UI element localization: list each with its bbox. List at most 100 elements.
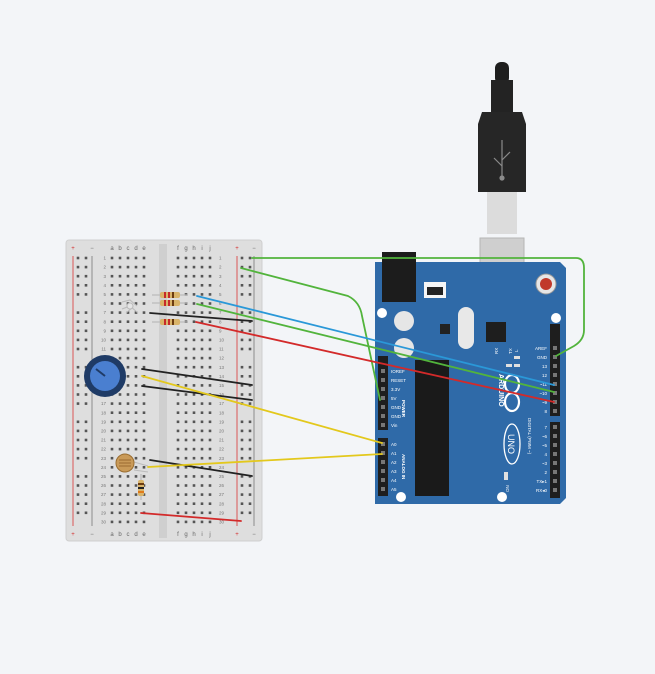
breadboard-hole[interactable] bbox=[200, 493, 204, 496]
breadboard-hole[interactable] bbox=[176, 484, 180, 487]
photoresistor[interactable] bbox=[115, 453, 149, 473]
rail-hole[interactable] bbox=[76, 493, 80, 496]
breadboard-hole[interactable] bbox=[184, 447, 188, 451]
breadboard-hole[interactable] bbox=[208, 466, 212, 469]
breadboard-hole[interactable] bbox=[208, 420, 212, 424]
breadboard-hole[interactable] bbox=[192, 356, 196, 360]
breadboard-hole[interactable] bbox=[192, 302, 196, 305]
breadboard-hole[interactable] bbox=[192, 393, 196, 396]
breadboard-hole[interactable] bbox=[176, 284, 180, 287]
breadboard-hole[interactable] bbox=[118, 438, 122, 442]
pin-socket[interactable] bbox=[553, 461, 557, 465]
breadboard-hole[interactable] bbox=[118, 329, 122, 333]
breadboard-hole[interactable] bbox=[134, 511, 138, 515]
wire-black-4[interactable] bbox=[149, 459, 253, 477]
breadboard-hole[interactable] bbox=[134, 438, 138, 442]
breadboard-hole[interactable] bbox=[118, 302, 122, 305]
breadboard-hole[interactable] bbox=[208, 311, 212, 314]
breadboard-hole[interactable] bbox=[142, 420, 146, 424]
rail-hole[interactable] bbox=[248, 429, 252, 433]
breadboard-hole[interactable] bbox=[184, 511, 188, 515]
pin-socket[interactable] bbox=[553, 452, 557, 456]
pin-socket[interactable] bbox=[381, 487, 385, 491]
breadboard-hole[interactable] bbox=[134, 265, 138, 269]
breadboard-hole[interactable] bbox=[208, 429, 212, 433]
breadboard-hole[interactable] bbox=[142, 365, 146, 369]
rail-hole[interactable] bbox=[76, 438, 80, 442]
breadboard-hole[interactable] bbox=[200, 375, 204, 378]
breadboard-hole[interactable] bbox=[118, 320, 122, 323]
breadboard-hole[interactable] bbox=[126, 393, 130, 396]
breadboard-hole[interactable] bbox=[208, 365, 212, 369]
breadboard-hole[interactable] bbox=[200, 475, 204, 478]
wire-yellow-a0[interactable] bbox=[141, 375, 383, 444]
pin-socket[interactable] bbox=[381, 451, 385, 455]
rgb-led[interactable] bbox=[121, 299, 139, 314]
breadboard-hole[interactable] bbox=[176, 347, 180, 351]
wire-red-rail[interactable] bbox=[140, 512, 242, 522]
breadboard-hole[interactable] bbox=[176, 493, 180, 496]
rail-hole[interactable] bbox=[84, 402, 88, 405]
pin-socket[interactable] bbox=[381, 405, 385, 409]
rail-hole[interactable] bbox=[248, 329, 252, 333]
breadboard-hole[interactable] bbox=[134, 347, 138, 351]
rail-hole[interactable] bbox=[76, 375, 80, 378]
breadboard-hole[interactable] bbox=[176, 411, 180, 414]
breadboard-hole[interactable] bbox=[134, 484, 138, 487]
breadboard-hole[interactable] bbox=[176, 502, 180, 505]
breadboard-hole[interactable] bbox=[200, 402, 204, 405]
breadboard-hole[interactable] bbox=[142, 438, 146, 442]
breadboard-hole[interactable] bbox=[200, 438, 204, 442]
rail-hole[interactable] bbox=[84, 274, 88, 278]
breadboard-hole[interactable] bbox=[176, 447, 180, 451]
breadboard-hole[interactable] bbox=[134, 320, 138, 323]
rail-hole[interactable] bbox=[248, 511, 252, 515]
rail-hole[interactable] bbox=[240, 284, 244, 287]
breadboard-hole[interactable] bbox=[200, 502, 204, 505]
resistor-1[interactable] bbox=[152, 292, 188, 298]
breadboard-hole[interactable] bbox=[126, 520, 130, 524]
potentiometer[interactable] bbox=[84, 355, 126, 397]
resistor-4[interactable] bbox=[138, 474, 144, 500]
breadboard-hole[interactable] bbox=[110, 265, 114, 269]
pin-socket[interactable] bbox=[381, 369, 385, 373]
breadboard-hole[interactable] bbox=[134, 411, 138, 414]
breadboard-hole[interactable] bbox=[126, 475, 130, 478]
breadboard-hole[interactable] bbox=[118, 311, 122, 314]
breadboard-hole[interactable] bbox=[134, 338, 138, 342]
breadboard-hole[interactable] bbox=[126, 329, 130, 333]
breadboard-hole[interactable] bbox=[126, 347, 130, 351]
breadboard-hole[interactable] bbox=[208, 274, 212, 278]
breadboard-hole[interactable] bbox=[200, 293, 204, 296]
breadboard-hole[interactable] bbox=[126, 293, 130, 296]
breadboard-hole[interactable] bbox=[192, 402, 196, 405]
breadboard-hole[interactable] bbox=[192, 293, 196, 296]
breadboard-hole[interactable] bbox=[200, 302, 204, 305]
rail-hole[interactable] bbox=[240, 365, 244, 369]
pin-socket[interactable] bbox=[553, 382, 557, 386]
breadboard-hole[interactable] bbox=[126, 311, 130, 314]
rail-hole[interactable] bbox=[248, 274, 252, 278]
breadboard-hole[interactable] bbox=[208, 302, 212, 305]
reset-button[interactable] bbox=[540, 278, 552, 290]
breadboard-hole[interactable] bbox=[110, 456, 114, 460]
breadboard-hole[interactable] bbox=[208, 475, 212, 478]
breadboard-hole[interactable] bbox=[192, 456, 196, 460]
rail-hole[interactable] bbox=[84, 265, 88, 269]
breadboard-hole[interactable] bbox=[110, 402, 114, 405]
breadboard-hole[interactable] bbox=[126, 384, 130, 387]
breadboard-hole[interactable] bbox=[200, 484, 204, 487]
breadboard-hole[interactable] bbox=[184, 466, 188, 469]
rail-hole[interactable] bbox=[84, 338, 88, 342]
breadboard-hole[interactable] bbox=[142, 311, 146, 314]
wire-blue[interactable] bbox=[196, 295, 555, 386]
rail-hole[interactable] bbox=[84, 420, 88, 424]
breadboard-hole[interactable] bbox=[192, 429, 196, 433]
breadboard-hole[interactable] bbox=[176, 438, 180, 442]
wire-green-10[interactable] bbox=[196, 303, 555, 393]
rail-hole[interactable] bbox=[76, 293, 80, 296]
breadboard-hole[interactable] bbox=[176, 511, 180, 515]
breadboard-hole[interactable] bbox=[126, 356, 130, 360]
rail-hole[interactable] bbox=[76, 511, 80, 515]
rail-hole[interactable] bbox=[76, 365, 80, 369]
